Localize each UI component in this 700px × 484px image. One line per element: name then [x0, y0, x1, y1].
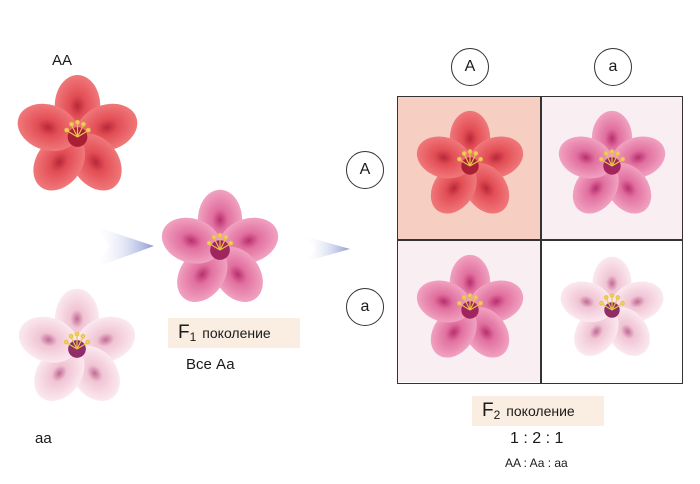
arrow-to-f1-icon: [94, 226, 154, 268]
punnett-row-allele-a-recessive: a: [346, 288, 384, 326]
parent-aa-dominant-label: AA: [52, 52, 73, 69]
f1-word: поколение: [202, 325, 271, 341]
red-flower-icon: [11, 74, 144, 201]
f2-ratio: 1 : 2 : 1: [510, 430, 564, 447]
punnett-row-allele-a-dominant: A: [346, 151, 384, 189]
arrow-to-punnett-icon: [304, 236, 350, 262]
red-flower-icon: [412, 110, 528, 223]
f2-genotypes: AA : Aa : aa: [505, 456, 568, 470]
punnett-column-allele-a-dominant: A: [451, 48, 489, 86]
punnett-square: [397, 96, 683, 384]
f2-subscript: 2: [493, 408, 501, 422]
punnett-cell-aa-recessive: [542, 241, 682, 382]
f1-generation-label: F 1 поколение: [168, 318, 300, 348]
parent-aa-recessive-label: aa: [35, 430, 52, 447]
pale-flower-icon: [556, 256, 668, 365]
punnett-cell-aa-dominant: [398, 97, 540, 239]
punnett-column-allele-a-recessive: a: [594, 48, 632, 86]
f2-letter: F: [482, 400, 494, 421]
grid-divider-horizontal: [398, 239, 682, 241]
punnett-cell-aa-hetero-bottom: [398, 241, 540, 382]
punnett-cell-aa-hetero-top: [542, 97, 682, 239]
pale-flower-icon: [12, 288, 142, 411]
f1-subscript: 1: [189, 330, 197, 344]
f2-generation-label: F 2 поколение: [472, 396, 604, 426]
pink-flower-icon: [554, 110, 670, 223]
f1-result: Все Аа: [186, 356, 235, 373]
f2-word: поколение: [506, 403, 575, 419]
pink-flower-icon: [412, 254, 528, 367]
pink-flower-icon: [155, 189, 285, 312]
f1-letter: F: [178, 322, 190, 343]
